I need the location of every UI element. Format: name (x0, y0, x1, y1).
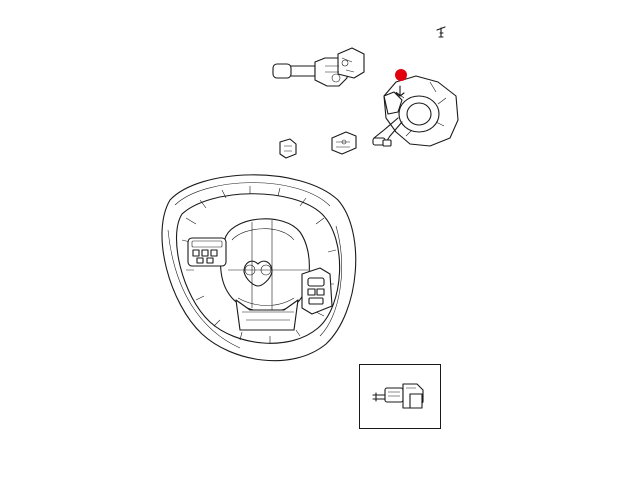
multifunction-switch-lever[interactable] (272, 47, 365, 87)
right-switch-pod[interactable] (301, 267, 333, 315)
left-switch-pod[interactable] (187, 237, 227, 267)
detail-inset-frame (359, 364, 441, 429)
screw-part[interactable] (436, 26, 446, 38)
switch-clip-left[interactable] (279, 138, 297, 159)
switch-clip-right[interactable] (331, 131, 357, 155)
callout-marker[interactable] (395, 69, 407, 81)
horn-pad-ram-logo (243, 260, 273, 287)
sensor-connector-detail[interactable] (372, 383, 424, 409)
clockspring-assembly[interactable] (372, 75, 459, 147)
steering-wheel[interactable] (161, 174, 357, 362)
